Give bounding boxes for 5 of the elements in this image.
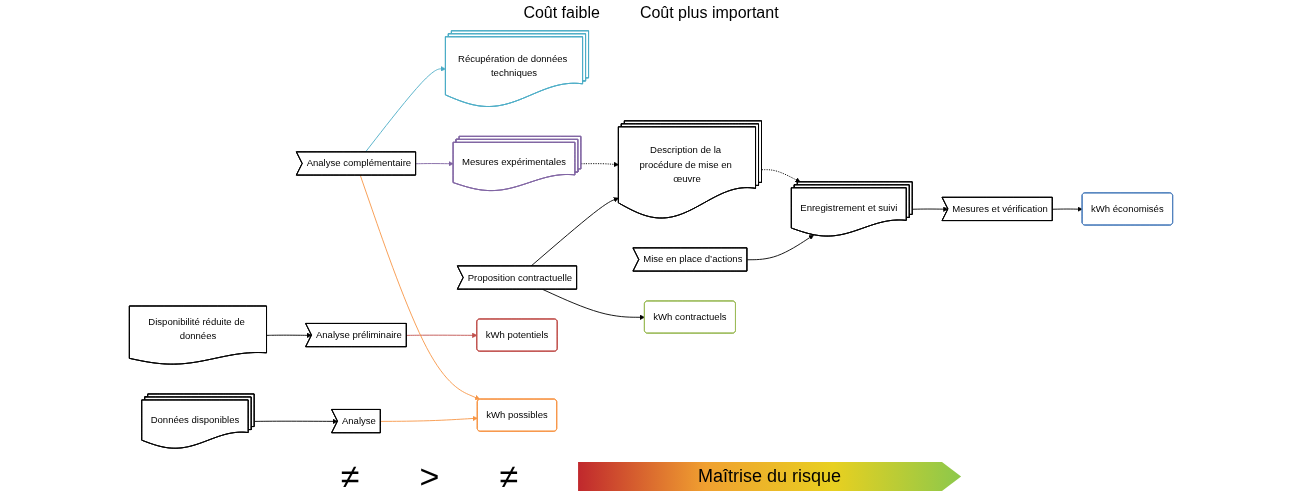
cost-note: Coût plus important	[639, 4, 779, 22]
not-equal-sign: ≠	[499, 457, 519, 496]
not-equal-sign: ≠	[340, 457, 360, 496]
cost-note: Coût faible	[523, 4, 600, 22]
greater-than-sign: >	[419, 457, 440, 496]
